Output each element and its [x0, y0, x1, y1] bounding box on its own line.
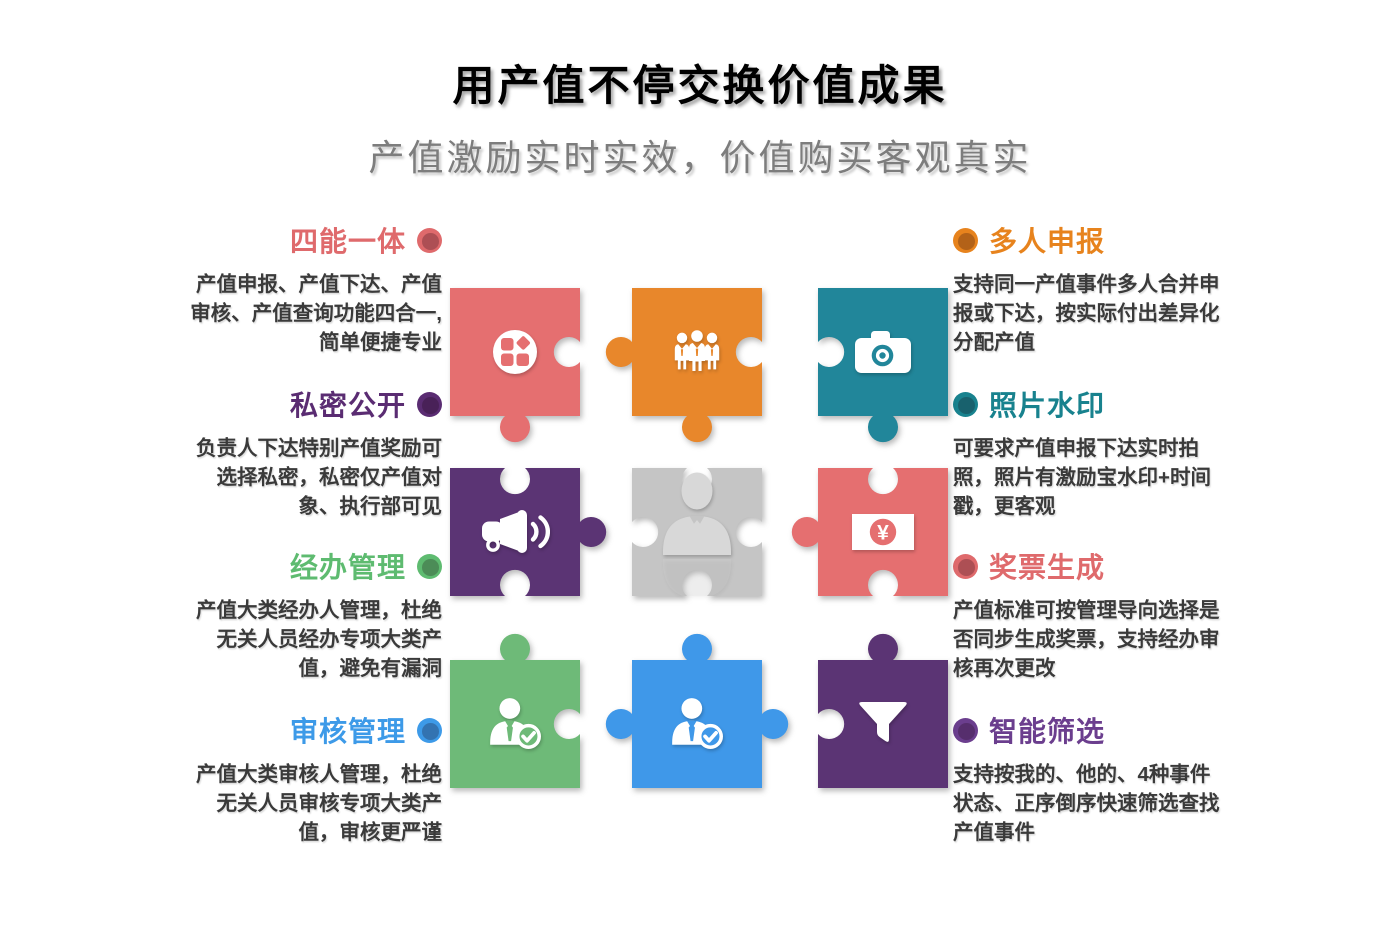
bullet-dot	[953, 391, 978, 417]
feature-smart-filter: 智能筛选 支持按我的、他的、4种事件状态、正序倒序快速筛选查找产值事件	[953, 710, 1221, 847]
person-check-icon	[672, 698, 723, 749]
feature-description: 支持按我的、他的、4种事件状态、正序倒序快速筛选查找产值事件	[953, 763, 1220, 845]
feature-ticket-generation: 奖票生成 产值标准可按管理导向选择是否同步生成奖票，支持经办审核再次更改	[953, 546, 1221, 683]
banknote-icon: ¥	[852, 514, 914, 550]
feature-description: 产值申报、产值下达、产值审核、产值查询功能四合一,简单便捷专业	[190, 273, 442, 355]
feature-audit-management: 审核管理 产值大类审核人管理，杜绝无关人员审核专项大类产值，审核更严谨	[186, 710, 442, 847]
bullet-dot	[953, 227, 978, 253]
puzzle-piece-megaphone	[450, 468, 607, 596]
feature-heading: 私密公开	[186, 384, 442, 424]
puzzle-piece-app-grid	[450, 288, 580, 443]
bullet-dot	[953, 553, 978, 579]
puzzle-piece-camera	[818, 288, 948, 443]
feature-title: 智能筛选	[989, 716, 1106, 747]
feature-title: 照片水印	[989, 390, 1106, 421]
feature-heading: 智能筛选	[953, 710, 1221, 750]
puzzle-piece-person	[632, 468, 762, 596]
feature-heading: 多人申报	[953, 220, 1221, 260]
puzzle-piece-banknote: ¥	[791, 468, 948, 596]
feature-description: 可要求产值申报下达实时拍照，照片有激励宝水印+时间戳，更客观	[953, 437, 1211, 519]
feature-operator-management: 经办管理 产值大类经办人管理，杜绝无关人员经办专项大类产值，避免有漏洞	[186, 546, 442, 683]
person-icon	[663, 472, 731, 596]
feature-title: 多人申报	[989, 226, 1106, 257]
feature-heading: 四能一体	[186, 220, 442, 260]
feature-description: 负责人下达特别产值奖励可选择私密，私密仅产值对象、执行部可见	[196, 437, 442, 519]
feature-four-in-one: 四能一体 产值申报、产值下达、产值审核、产值查询功能四合一,简单便捷专业	[186, 220, 442, 357]
feature-title: 四能一体	[289, 226, 406, 257]
team-icon	[674, 330, 720, 371]
puzzle-piece-funnel	[818, 633, 948, 788]
feature-photo-watermark: 照片水印 可要求产值申报下达实时拍照，照片有激励宝水印+时间戳，更客观	[953, 384, 1221, 521]
feature-title: 私密公开	[289, 390, 406, 421]
feature-heading: 审核管理	[186, 710, 442, 750]
page-title: 用产值不停交换价值成果	[452, 62, 948, 109]
feature-heading: 经办管理	[186, 546, 442, 586]
feature-description: 产值大类经办人管理，杜绝无关人员经办专项大类产值，避免有漏洞	[196, 599, 442, 681]
page-subtitle: 产值激励实时实效，价值购买客观真实	[368, 137, 1032, 178]
header: 用产值不停交换价值成果 产值激励实时实效，价值购买客观真实	[0, 0, 1400, 181]
person-check-icon	[490, 698, 541, 749]
feature-description: 支持同一产值事件多人合并申报或下达，按实际付出差异化分配产值	[953, 273, 1220, 355]
bullet-dot	[953, 717, 978, 743]
funnel-icon	[859, 702, 907, 742]
puzzle-piece-person-check-auditor	[605, 633, 789, 788]
bullet-dot	[417, 553, 442, 579]
puzzle-piece-team	[605, 288, 762, 443]
feature-heading: 奖票生成	[953, 546, 1221, 586]
puzzle-piece-person-check-operator	[450, 633, 580, 788]
puzzle-shape	[450, 468, 607, 596]
feature-description: 产值标准可按管理导向选择是否同步生成奖票，支持经办审核再次更改	[953, 599, 1220, 681]
feature-title: 经办管理	[289, 552, 406, 583]
feature-title: 奖票生成	[989, 552, 1106, 583]
feature-description: 产值大类审核人管理，杜绝无关人员审核专项大类产值，审核更严谨	[196, 763, 442, 845]
feature-heading: 照片水印	[953, 384, 1221, 424]
yuan-symbol: ¥	[877, 522, 889, 545]
feature-multi-person-report: 多人申报 支持同一产值事件多人合并申报或下达，按实际付出差异化分配产值	[953, 220, 1221, 357]
bullet-dot	[417, 391, 442, 417]
camera-icon	[855, 331, 911, 373]
app-grid-icon	[493, 330, 537, 374]
feature-private-public: 私密公开 负责人下达特别产值奖励可选择私密，私密仅产值对象、执行部可见	[186, 384, 442, 521]
feature-title: 审核管理	[289, 716, 406, 747]
megaphone-icon	[482, 510, 550, 553]
bullet-dot	[417, 717, 442, 743]
bullet-dot	[417, 227, 442, 253]
